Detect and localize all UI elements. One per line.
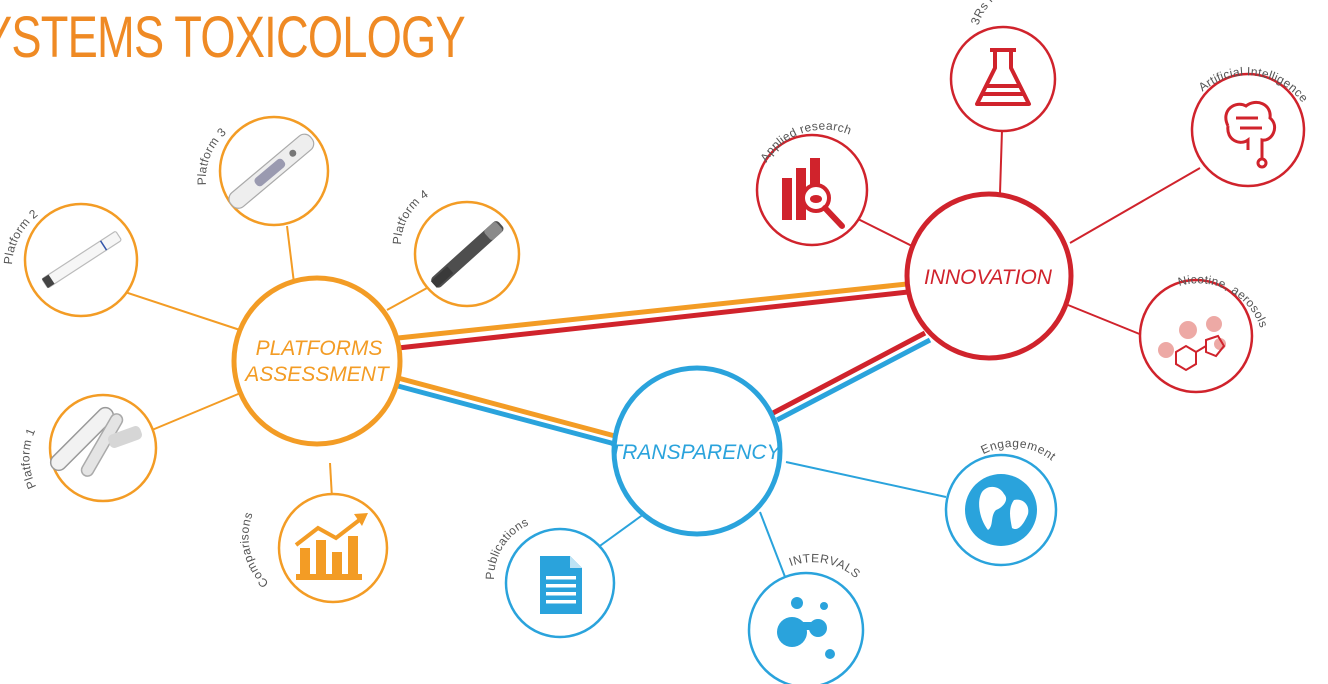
- node-3rs-in-vitro[interactable]: 3Rs in vitro: [949, 0, 1057, 133]
- heated-device-icon: [49, 406, 142, 477]
- hub-transparency[interactable]: TRANSPARENCY: [609, 365, 783, 537]
- pen-device-icon: [228, 133, 315, 209]
- stick-device-icon: [41, 231, 122, 289]
- molecule-structure-icon: [1158, 316, 1226, 372]
- hub-innovation[interactable]: INNOVATION: [904, 191, 1074, 361]
- spoke-lines: [124, 129, 1201, 583]
- globe-icon: [965, 474, 1037, 546]
- svg-text:Platform 1: Platform 1: [18, 426, 39, 491]
- hub-platforms-label-2: ASSESSMENT: [243, 363, 391, 386]
- svg-text:Comparisons: Comparisons: [237, 510, 271, 590]
- vape-pen-icon: [430, 221, 504, 288]
- node-comparisons-label: Comparisons: [237, 510, 271, 590]
- node-platform-4[interactable]: Platform 4: [390, 187, 521, 308]
- node-platform-2[interactable]: Platform 2: [1, 202, 139, 318]
- hub-innovation-label: INNOVATION: [924, 266, 1053, 289]
- node-platform-1[interactable]: Platform 1: [18, 393, 158, 503]
- hub-transparency-label: TRANSPARENCY: [609, 441, 782, 464]
- brain-circuit-icon: [1224, 101, 1276, 169]
- hub-connectors: [397, 281, 932, 447]
- node-intervals[interactable]: INTERVALS: [747, 551, 865, 684]
- bar-chart-trend-icon: [294, 513, 368, 580]
- network-bubbles-icon: [777, 597, 835, 659]
- hub-platforms-assessment[interactable]: PLATFORMS ASSESSMENT: [231, 275, 403, 447]
- node-artificial-intelligence[interactable]: Artificial Intelligence: [1190, 64, 1311, 188]
- svg-text:3Rs in vitro: 3Rs in vitro: [968, 0, 1025, 27]
- node-comparisons[interactable]: Comparisons: [237, 492, 389, 604]
- magnifier-chart-icon: [782, 158, 845, 229]
- node-applied-research[interactable]: Applied research: [755, 119, 869, 247]
- flask-icon: [975, 48, 1031, 106]
- page-title: YSTEMS TOXICOLOGY: [0, 5, 466, 70]
- node-engagement[interactable]: Engagement: [944, 436, 1059, 567]
- node-platform-3[interactable]: Platform 3: [195, 115, 330, 227]
- node-nicotine-aerosols[interactable]: Nicotine, aerosols: [1138, 272, 1271, 394]
- node-publications[interactable]: Publications: [483, 515, 616, 639]
- document-icon: [540, 556, 582, 614]
- node-3rs-in-vitro-label: 3Rs in vitro: [968, 0, 1025, 27]
- node-platform-1-label: Platform 1: [18, 426, 39, 491]
- hub-platforms-label-1: PLATFORMS: [256, 337, 383, 360]
